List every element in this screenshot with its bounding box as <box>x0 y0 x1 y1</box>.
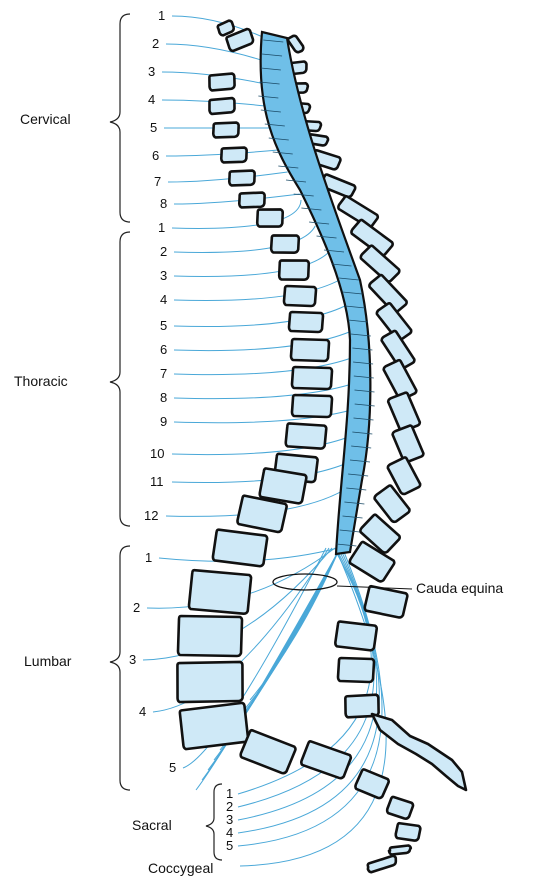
thoracic-label-12: 12 <box>144 508 158 523</box>
thoracic-label-1: 1 <box>158 220 165 235</box>
coccyx-tip <box>388 844 411 856</box>
cervical-nerve-7 <box>168 172 288 182</box>
thoracic-bracket <box>110 232 130 526</box>
lumbar-label-3: 3 <box>129 652 136 667</box>
spinous-process-17 <box>391 424 425 464</box>
cervical-label-7: 7 <box>154 174 161 189</box>
thoracic-label-2: 2 <box>160 244 167 259</box>
coccygeal-label: Coccygeal <box>148 860 213 876</box>
lumbar-label-5: 5 <box>169 760 176 775</box>
cervical-vertebra-7 <box>228 169 255 186</box>
spinous-process-24 <box>338 658 374 682</box>
lumbar-vertebra-1 <box>212 529 267 566</box>
thoracic-label-3: 3 <box>160 268 167 283</box>
thoracic-label-7: 7 <box>160 366 167 381</box>
cervical-label-5: 5 <box>150 120 157 135</box>
thoracic-label-5: 5 <box>160 318 167 333</box>
cervical-vertebra-5 <box>212 121 239 138</box>
lumbar-label: Lumbar <box>24 653 72 669</box>
cervical-label-1: 1 <box>158 8 165 23</box>
sacral-segment-5 <box>395 823 420 841</box>
sacral-segment-1 <box>239 729 296 774</box>
cervical-nerve-8 <box>174 194 300 204</box>
spinous-process-23 <box>335 621 377 650</box>
sacral-segment-4 <box>386 796 414 820</box>
coccyx <box>366 854 398 874</box>
cervical-label-6: 6 <box>152 148 159 163</box>
thoracic-vertebra-9 <box>286 423 327 448</box>
thoracic-vertebra-2 <box>271 235 300 254</box>
cauda-equina-label: Cauda equina <box>416 580 503 596</box>
cervical-label-3: 3 <box>148 64 155 79</box>
cervical-label-8: 8 <box>160 196 167 211</box>
thoracic-label-10: 10 <box>150 446 164 461</box>
sacral-bracket <box>206 784 222 860</box>
cervical-vertebra-4 <box>208 97 236 115</box>
thoracic-vertebra-11 <box>259 468 307 504</box>
thoracic-label-11: 11 <box>150 474 164 489</box>
sacral-segment-3 <box>354 769 390 800</box>
thoracic-nerve-4 <box>174 278 343 301</box>
lumbar-label-1: 1 <box>145 550 152 565</box>
cervical-label-2: 2 <box>152 36 159 51</box>
cervical-label: Cervical <box>20 111 71 127</box>
sacral-label: Sacral <box>132 817 172 833</box>
spinous-process-22 <box>364 586 408 619</box>
cervical-vertebra-3 <box>208 72 236 91</box>
thoracic-vertebra-1 <box>257 208 284 227</box>
thoracic-vertebra-7 <box>292 367 332 389</box>
sacral-segment-2 <box>300 741 352 780</box>
lumbar-label-4: 4 <box>139 704 146 719</box>
cervical-bracket <box>110 14 130 222</box>
vertebrae <box>176 19 466 874</box>
cervical-label-4: 4 <box>148 92 155 107</box>
lumbar-vertebra-3 <box>178 616 242 656</box>
lumbar-vertebra-4 <box>176 661 243 703</box>
thoracic-label-6: 6 <box>160 342 167 357</box>
thoracic-vertebra-5 <box>289 312 323 332</box>
lumbar-bracket <box>110 546 130 790</box>
cervical-vertebra-6 <box>220 146 247 163</box>
lumbar-vertebra-5 <box>179 702 250 751</box>
thoracic-vertebra-6 <box>291 339 329 361</box>
thoracic-label-9: 9 <box>160 414 167 429</box>
sacral-label-5: 5 <box>226 838 233 853</box>
thoracic-label-8: 8 <box>160 390 167 405</box>
cervical-nerve-2 <box>166 44 267 62</box>
thoracic-vertebra-8 <box>292 395 332 417</box>
thoracic-label-4: 4 <box>160 292 167 307</box>
thoracic-vertebra-3 <box>279 259 310 280</box>
lumbar-vertebra-2 <box>189 570 252 614</box>
lumbar-label-2: 2 <box>133 600 140 615</box>
thoracic-nerve-10 <box>172 434 356 455</box>
thoracic-label: Thoracic <box>14 373 68 389</box>
thoracic-vertebra-4 <box>284 286 316 306</box>
cervical-vertebra-8 <box>238 191 265 208</box>
